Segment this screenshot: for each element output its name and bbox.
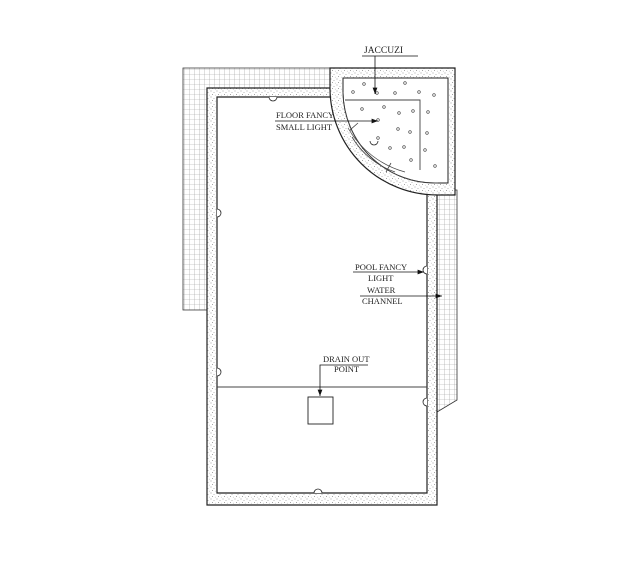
jacuzzi-jets [351, 81, 437, 168]
jacuzzi [329, 67, 456, 196]
leader-lines [275, 55, 442, 396]
pool-light-icons [216, 96, 428, 494]
label-pool-light-2: LIGHT [368, 273, 394, 283]
drain-box [307, 396, 334, 425]
label-water-channel-1: WATER [367, 285, 396, 295]
label-jacuzzi: JACCUZI [364, 46, 403, 56]
label-pool-light-1: POOL FANCY [355, 262, 407, 272]
label-water-channel-2: CHANNEL [362, 296, 403, 306]
label-floor-light-2: SMALL LIGHT [276, 122, 333, 132]
label-drain-2: POINT [334, 364, 360, 374]
label-drain-1: DRAIN OUT [323, 354, 370, 364]
label-floor-light-1: FLOOR FANCY [276, 110, 334, 120]
